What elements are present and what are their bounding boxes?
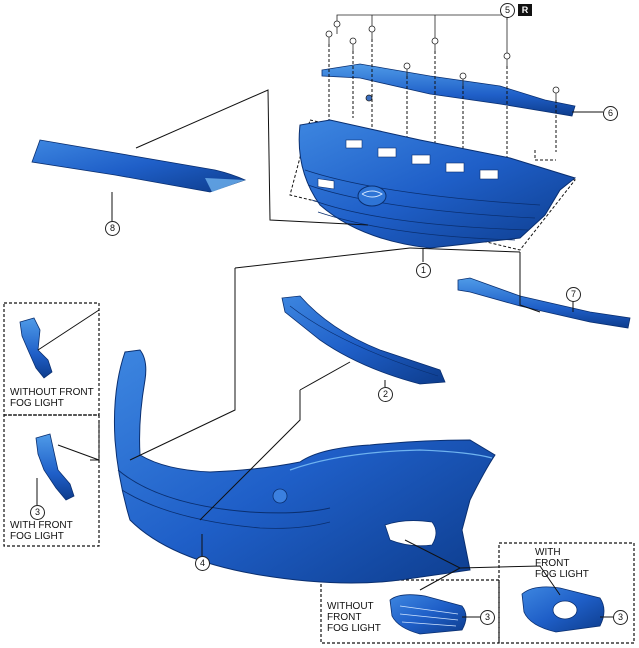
- variant-box-without-fog-left: [3, 302, 100, 416]
- callout-8: 8: [105, 221, 120, 236]
- clip-fasteners: [325, 20, 560, 102]
- replace-badge: R: [518, 4, 532, 16]
- leader-lines-5: [336, 14, 508, 53]
- callout-6: 6: [603, 106, 618, 121]
- label-with-front-fog-light-left: WITH FRONT FOG LIGHT: [10, 520, 73, 542]
- part-2-lower-grille: [281, 295, 446, 385]
- part-4-front-bumper: [113, 349, 496, 584]
- label-without-front-fog-light-left: WITHOUT FRONT FOG LIGHT: [10, 387, 94, 409]
- part-6-upper-bar: [321, 63, 576, 117]
- label-without-front-fog-light-bottom: WITHOUT FRONT FOG LIGHT: [327, 601, 381, 634]
- callout-3-left: 3: [30, 505, 45, 520]
- part-7-lower-bracket: [457, 277, 631, 329]
- callout-4: 4: [195, 556, 210, 571]
- variant-box-without-fog-bottom: [320, 579, 500, 644]
- callout-1: 1: [416, 263, 431, 278]
- part-3-bracket-without-fog: [19, 317, 53, 379]
- part-3-bezel-with-fog: [521, 586, 605, 633]
- part-3-bezel-without-fog: [389, 594, 467, 635]
- part-3-bracket-with-fog: [35, 433, 75, 501]
- callout-7: 7: [566, 287, 581, 302]
- leader-lines: [36, 89, 613, 618]
- variant-box-with-fog-left: [3, 414, 100, 547]
- part-1-radiator-grille: [298, 119, 577, 249]
- variant-box-with-fog-bottom: [498, 542, 635, 644]
- callout-3-bottom-without: 3: [480, 610, 495, 625]
- callout-3-bottom-with: 3: [613, 610, 628, 625]
- part-8-upper-trim: [31, 139, 247, 193]
- callout-2: 2: [378, 387, 393, 402]
- label-with-front-fog-light-bottom: WITH FRONT FOG LIGHT: [535, 547, 589, 580]
- callout-5: 5: [500, 3, 515, 18]
